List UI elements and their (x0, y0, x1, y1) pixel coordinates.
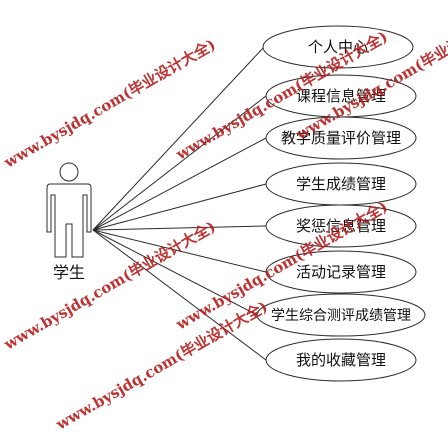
use-case-ellipse (265, 116, 417, 160)
watermark-text: www.bysjdq.com(毕业设计大全) (52, 297, 271, 433)
use-case-7: 学生综合测评成绩管理 (256, 293, 426, 337)
use-case-8: 我的收藏管理 (265, 338, 417, 382)
use-case-label: 活动记录管理 (296, 263, 386, 281)
use-case-5: 奖惩信息管理 (265, 204, 417, 248)
use-case-label: 我的收藏管理 (296, 351, 386, 369)
use-case-2: 课程信息管理 (265, 74, 417, 118)
association-line-7 (92, 229, 258, 316)
association-line-1 (92, 46, 265, 231)
watermark-text: www.bysjdq.com(毕业设计大全) (0, 217, 219, 354)
use-case-4: 学生成绩管理 (265, 162, 417, 206)
use-case-label: 个人中心 (308, 38, 368, 56)
actor-head (59, 162, 79, 182)
association-lines (92, 46, 267, 361)
association-line-6 (92, 229, 267, 273)
association-line-8 (92, 229, 267, 361)
use-case-ellipse (256, 293, 426, 337)
use-case-6: 活动记录管理 (265, 250, 417, 294)
association-line-3 (92, 137, 267, 231)
use-case-1: 个人中心 (262, 25, 414, 69)
use-case-label: 奖惩信息管理 (296, 217, 386, 235)
association-line-5 (92, 225, 267, 231)
actor-label: 学生 (53, 263, 85, 282)
association-line-4 (92, 183, 267, 231)
actor-student (46, 162, 92, 258)
actor-body (46, 183, 92, 258)
use-case-ellipse (262, 25, 414, 69)
association-line-2 (92, 95, 267, 231)
use-case-label: 课程信息管理 (296, 87, 386, 105)
use-case-ellipse (265, 204, 417, 248)
use-case-3: 教学质量评价管理 (265, 116, 417, 160)
use-case-label: 教学质量评价管理 (281, 129, 401, 147)
use-case-label: 学生成绩管理 (296, 175, 386, 193)
use-case-ellipse (265, 250, 417, 294)
use-case-label: 学生综合测评成绩管理 (271, 308, 411, 324)
use-case-ellipse (265, 338, 417, 382)
